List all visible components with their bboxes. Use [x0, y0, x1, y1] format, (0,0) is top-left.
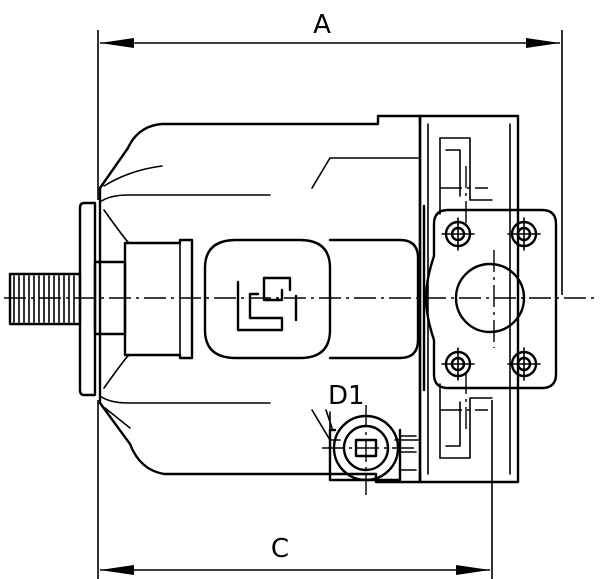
bolt-bottom-left: [441, 347, 475, 381]
bolt-top-left: [441, 217, 475, 251]
flange-plate: [424, 208, 558, 390]
flange-port-circle: [454, 262, 526, 334]
dimension-a: A: [97, 10, 563, 295]
bearing-hub: [123, 238, 194, 360]
dimension-a-label: A: [313, 10, 331, 40]
end-cover: [418, 114, 520, 484]
dimension-c-label: C: [271, 534, 289, 564]
dimension-c: C: [97, 400, 493, 579]
bolt-top-right: [507, 217, 541, 251]
port-d1-label: D1: [328, 381, 365, 411]
bolt-bottom-right: [507, 347, 541, 381]
control-block: [203, 238, 420, 360]
mounting-flange: [78, 186, 127, 405]
splined-shaft: [8, 272, 82, 326]
port-d1-fitting: D1: [322, 381, 420, 495]
